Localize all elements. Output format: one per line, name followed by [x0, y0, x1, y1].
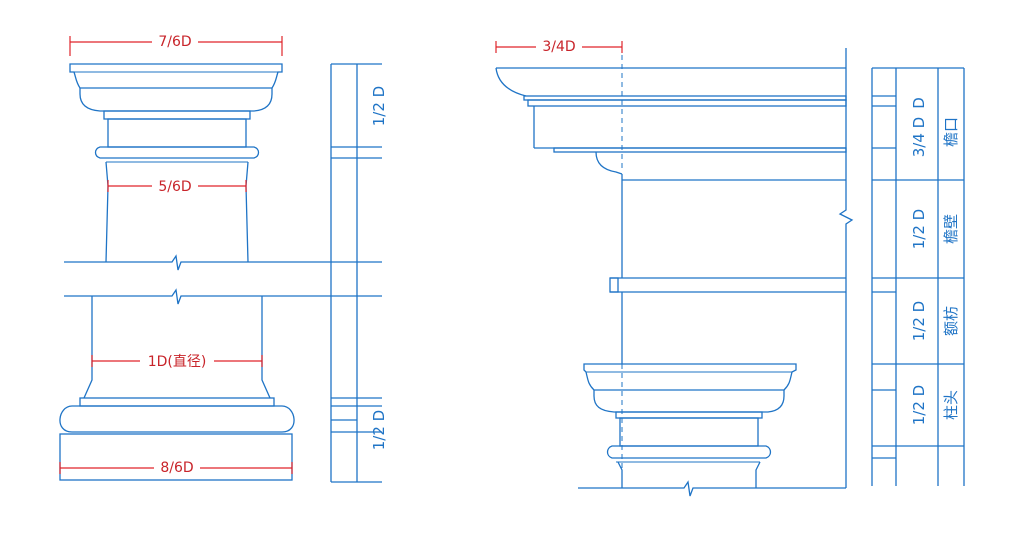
scale-value-frieze: 1/2 D	[910, 209, 928, 249]
entablature	[495, 46, 854, 497]
dim-base: 8/6D	[59, 460, 293, 476]
dim-diameter: 1D(直径)	[91, 352, 263, 370]
left-scale-bottom-label: 1/2 D	[370, 410, 388, 450]
scale-name-cornice: 檐口	[942, 117, 960, 147]
dim-neck-label: 5/6D	[158, 179, 191, 195]
dim-eave-label: 3/4D	[542, 39, 575, 55]
scale-name-capital: 柱头	[942, 390, 960, 420]
scale-name-architrave: 额枋	[942, 306, 960, 336]
left-scale: 1/2 D 1/2 D	[330, 63, 388, 483]
column-capital	[69, 63, 283, 263]
scale-name-frieze: 檐壁	[942, 214, 960, 244]
right-scale: D 3/4 D 檐口 1/2 D 檐壁 1/2 D 额枋 1/2 D 柱头	[871, 67, 965, 486]
dim-base-label: 8/6D	[160, 460, 193, 476]
dim-neck: 5/6D	[107, 178, 247, 195]
dim-abacus-label: 7/6D	[158, 34, 191, 50]
scale-value-architrave: 1/2 D	[910, 301, 928, 341]
scale-value-capital: 1/2 D	[910, 385, 928, 425]
dim-diameter-label: 1D(直径)	[148, 353, 207, 370]
column-base	[59, 296, 295, 481]
dim-eave-projection: 3/4D	[495, 38, 623, 55]
left-scale-top-label: 1/2 D	[370, 86, 388, 126]
right-scale-top-label: D	[910, 97, 928, 109]
shaft-break	[64, 254, 382, 305]
scale-value-cornice: 3/4 D	[910, 117, 928, 157]
dim-abacus: 7/6D	[69, 33, 283, 56]
